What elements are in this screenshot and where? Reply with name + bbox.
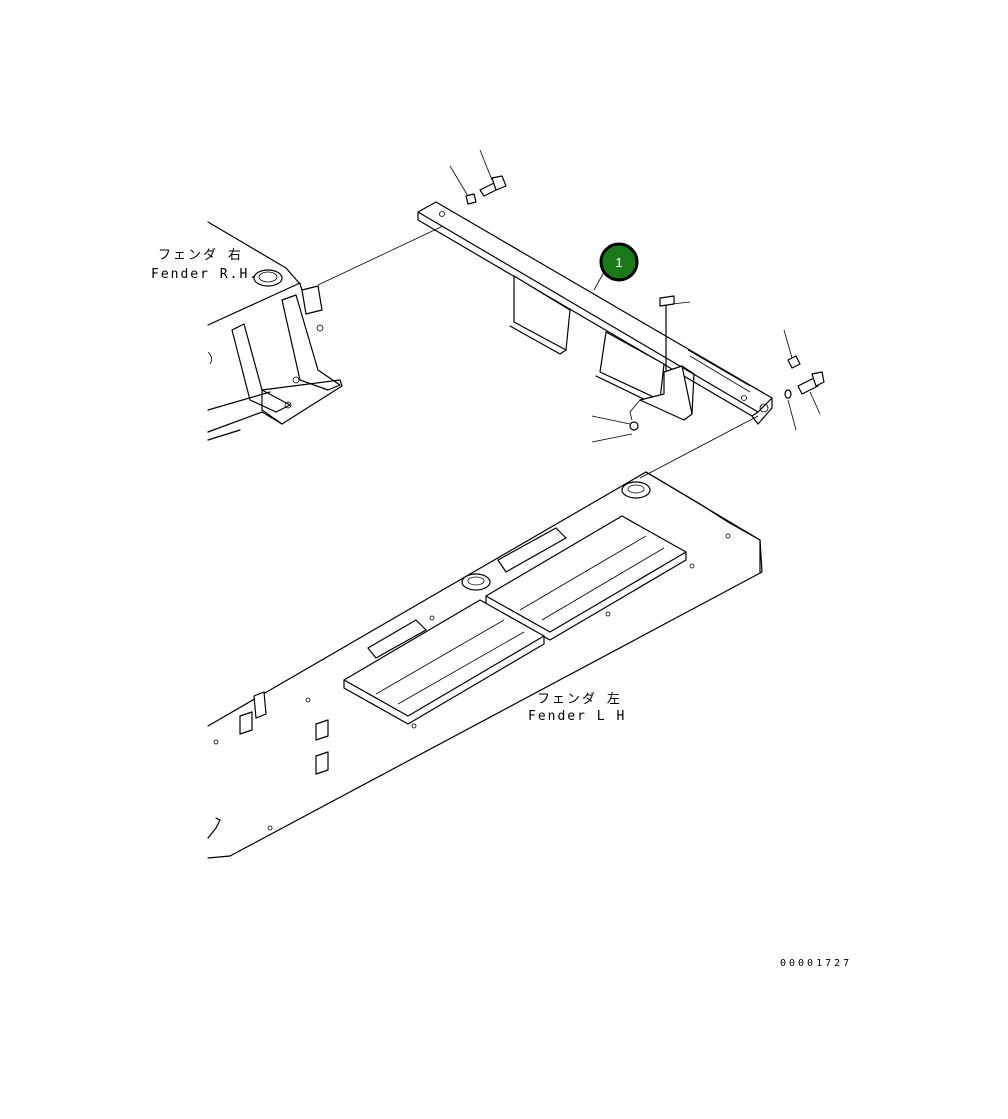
fasteners	[449, 149, 825, 443]
fender-rh-label-en: Fender R.H.	[151, 267, 260, 282]
fender-rh-part	[207, 221, 343, 441]
bracket-part-1	[417, 201, 773, 425]
fender-lh-part	[207, 471, 763, 859]
fender-rh-label-jp: フェンダ 右	[158, 248, 243, 263]
drawing-code: 00001727	[780, 958, 853, 969]
fender-lh-label-jp: フェンダ 左	[537, 692, 622, 707]
leader-line	[317, 225, 444, 286]
leader-line-lh	[639, 415, 759, 479]
callout-number: 1	[615, 254, 623, 270]
callout-circle	[599, 242, 639, 282]
fender-lh-label-en: Fender L H	[528, 709, 627, 724]
callout-leader	[593, 271, 605, 291]
